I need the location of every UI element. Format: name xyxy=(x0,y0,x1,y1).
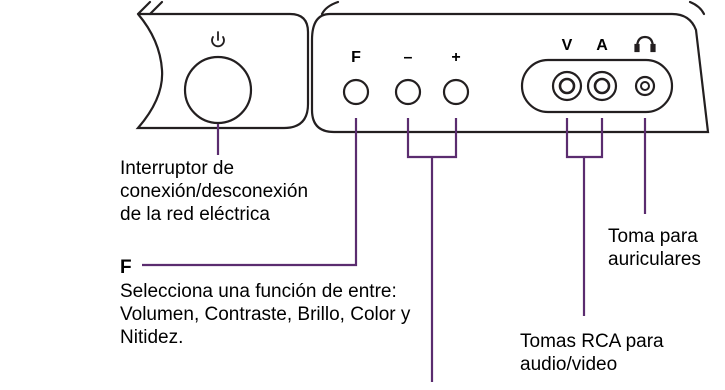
audio-jack-outer xyxy=(586,70,618,102)
headphone-callout-line-2: auriculares xyxy=(608,249,701,270)
headphone-jack-inner xyxy=(640,81,650,91)
power-switch-callout: Interruptor de conexión/desconexión de l… xyxy=(120,157,308,226)
minus-button-label: – xyxy=(404,49,413,66)
video-jack-label: V xyxy=(562,37,573,54)
power-callout-line-1: Interruptor de xyxy=(120,158,235,179)
leader-lines xyxy=(142,118,647,382)
function-callout-description: Selecciona una función de entre: Volumen… xyxy=(120,281,411,348)
right-panel-outline xyxy=(310,0,710,134)
video-jack-outer xyxy=(551,70,583,102)
function-callout-title: F xyxy=(120,257,132,278)
function-button xyxy=(342,78,370,106)
function-button-label: F xyxy=(351,49,361,66)
minus-button xyxy=(394,78,422,106)
plus-button-label: + xyxy=(451,49,460,66)
headphone-icon xyxy=(634,35,656,53)
audio-jack-label: A xyxy=(596,37,608,54)
headphone-jack-callout: Toma para auriculares xyxy=(608,225,701,271)
power-icon xyxy=(211,31,225,48)
function-leader xyxy=(142,118,358,267)
power-knob xyxy=(183,55,253,125)
plus-button xyxy=(442,78,470,106)
rca-jacks-callout: Tomas RCA para audio/video xyxy=(520,330,664,376)
left-panel-outline xyxy=(135,0,310,130)
power-callout-line-3: de la red eléctrica xyxy=(120,204,270,225)
video-jack-inner xyxy=(558,77,576,95)
rca-callout-line-2: audio/video xyxy=(520,354,618,375)
power-callout-line-2: conexión/desconexión xyxy=(120,181,309,202)
headphone-callout-line-1: Toma para xyxy=(608,226,698,247)
headphone-jack-outer xyxy=(634,75,656,97)
rca-bracket xyxy=(565,118,604,159)
audio-jack-inner xyxy=(593,77,611,95)
adjust-bracket xyxy=(406,118,458,159)
rca-callout-line-1: Tomas RCA para xyxy=(520,331,664,352)
jack-housing xyxy=(520,58,674,114)
